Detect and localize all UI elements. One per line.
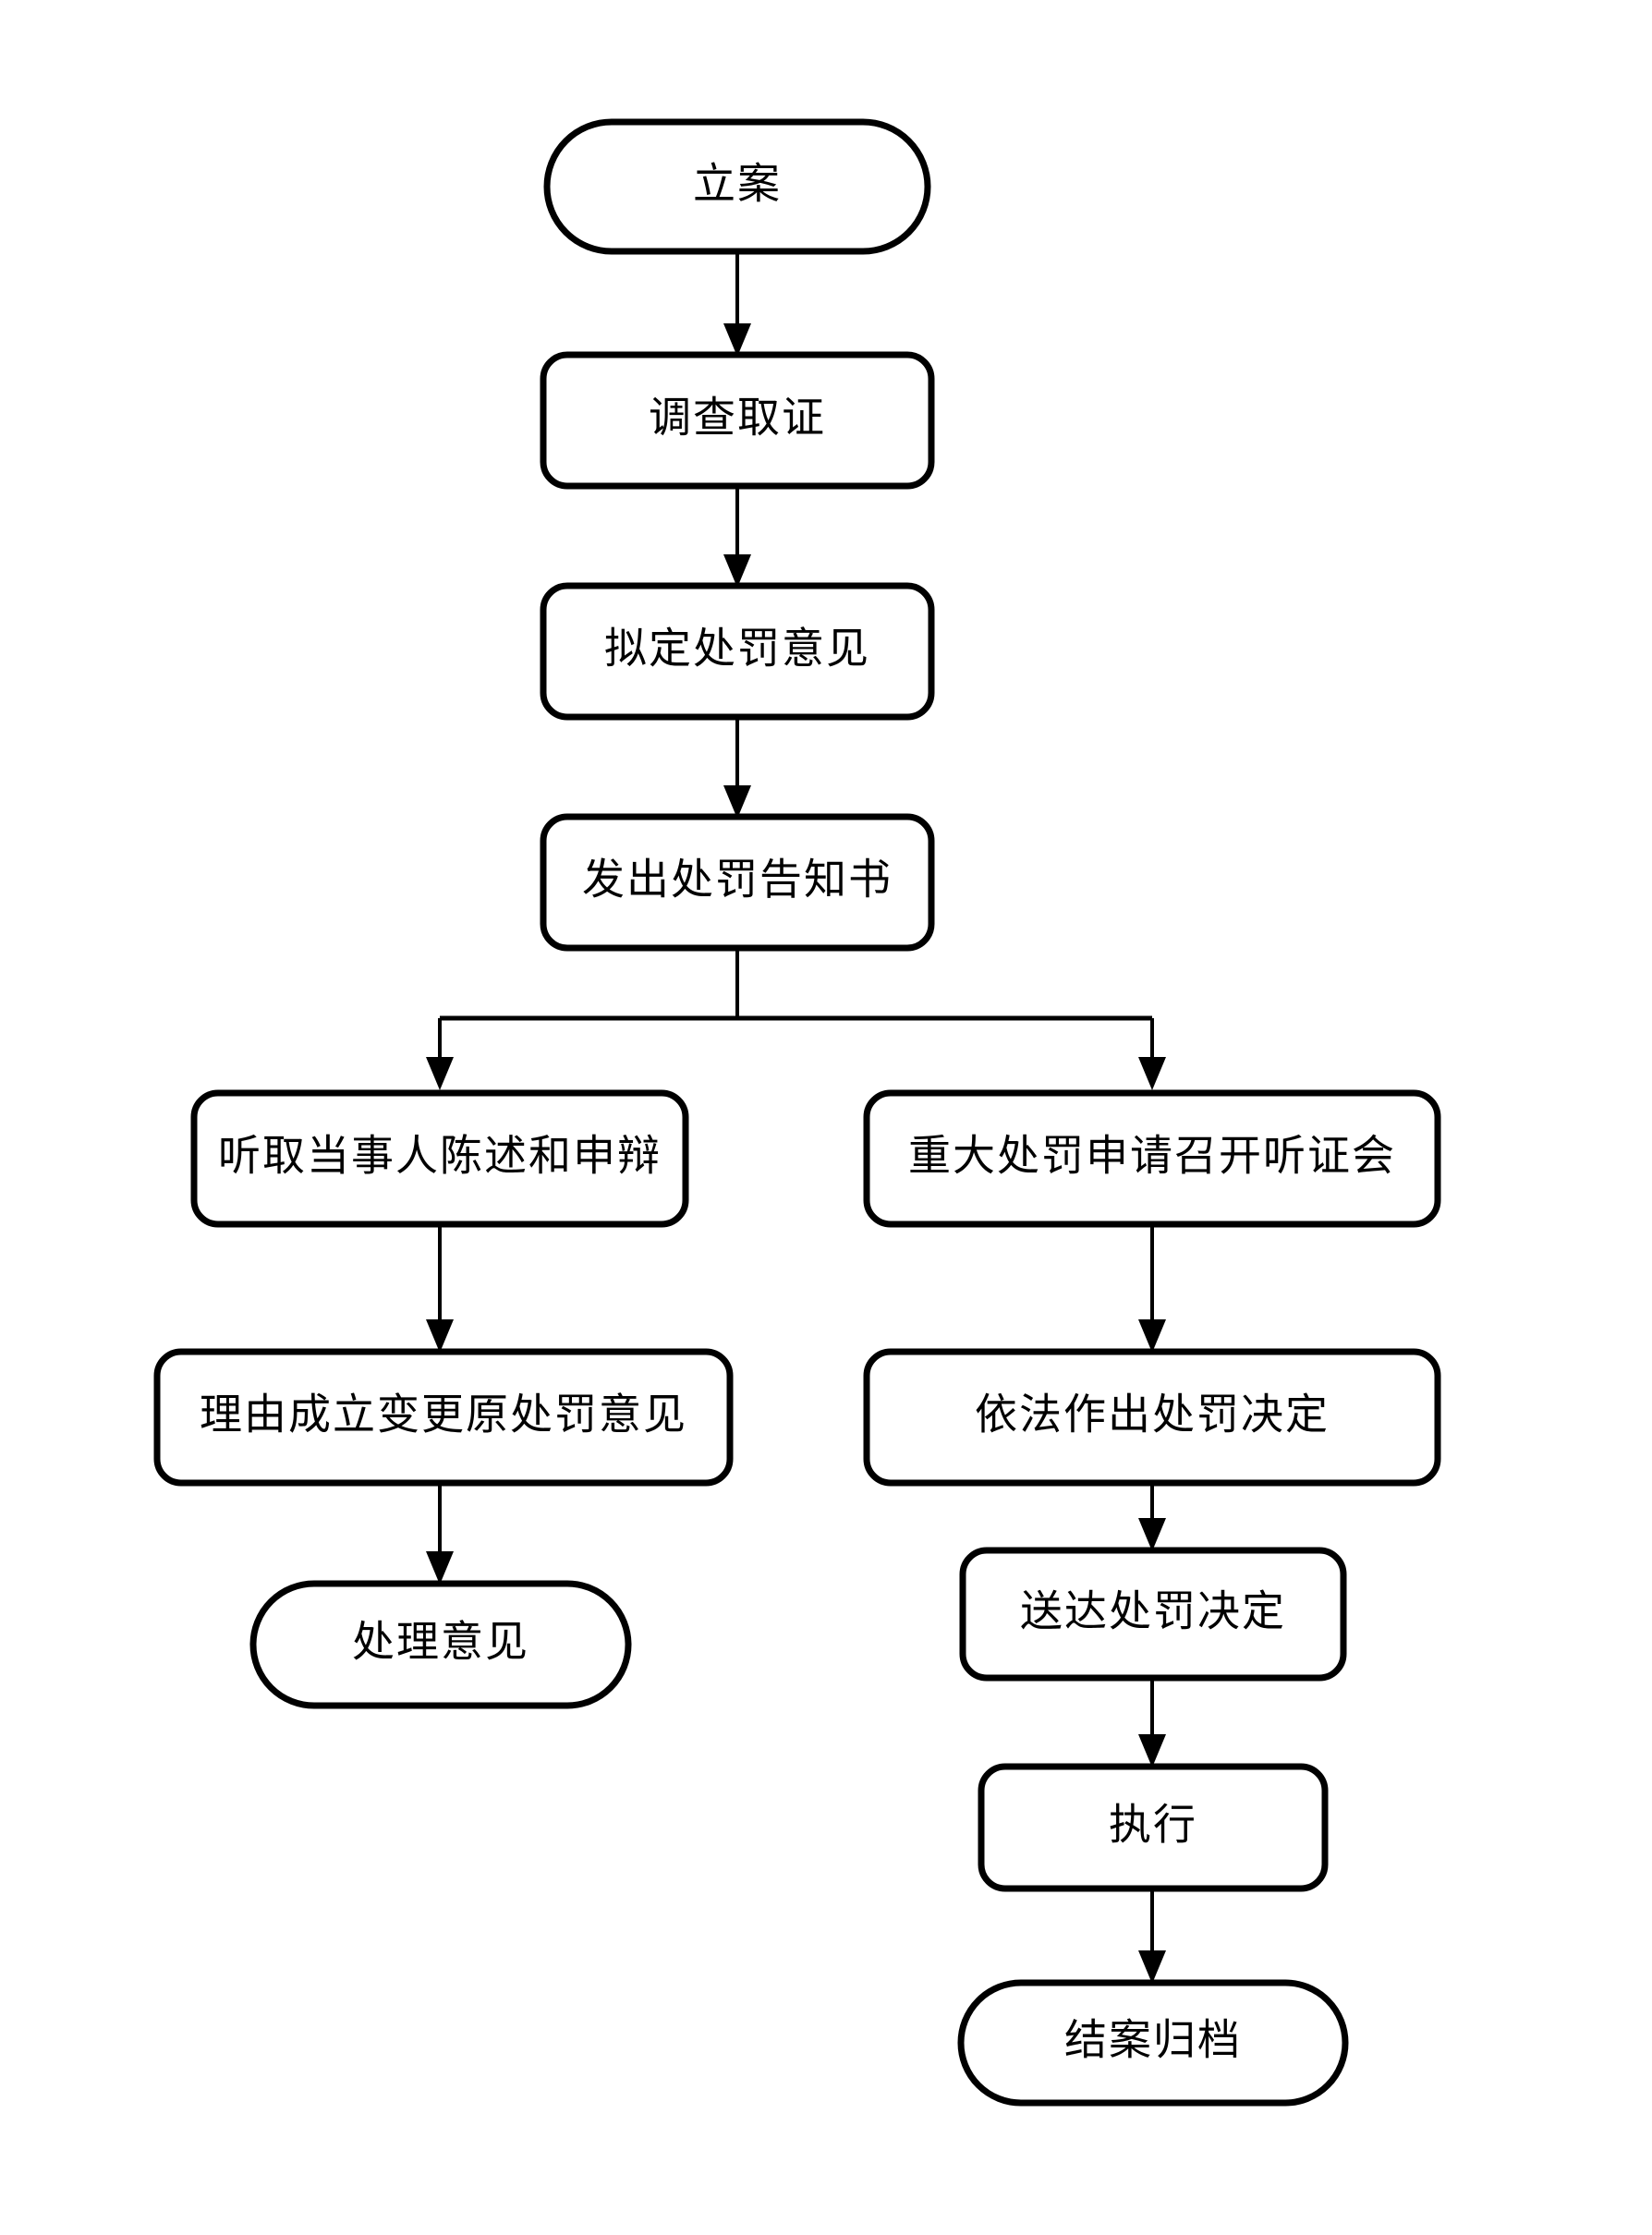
edge-group [426,251,1166,1984]
node-label: 理由成立变更原处罚意见 [200,1391,687,1439]
node-label: 送达处罚决定 [1020,1588,1286,1635]
edge-niDing-to-faChu [723,717,751,819]
arrowhead-icon [723,785,751,819]
arrowhead-icon [1138,1734,1166,1767]
edge-tingQu-to-liYou [426,1224,454,1353]
edge-liAn-to-diaoCha [723,251,751,357]
arrowhead-icon [1138,1518,1166,1551]
node-label: 重大处罚申请召开听证会 [908,1133,1396,1180]
edge-liYou-to-chuLi [426,1483,454,1585]
arrowhead-icon [426,1057,454,1090]
node-yi-fa-zuo-chu-chu-fa-jue-ding[interactable]: 依法作出处罚决定 [863,1348,1441,1487]
edge-zhiXing-to-jieAn [1138,1889,1166,1984]
edge-split-from-faChu [426,948,1166,1090]
edge-zhongDa-to-yiFa [1138,1224,1166,1353]
node-zhong-da-chu-fa-shen-qing-zhao-kai-ting-zheng-hui[interactable]: 重大处罚申请召开听证会 [863,1089,1441,1228]
node-label: 依法作出处罚决定 [975,1391,1330,1439]
arrowhead-icon [426,1551,454,1585]
node-label: 处理意见 [352,1619,529,1666]
node-shape-stadium [249,1580,632,1709]
node-label: 发出处罚告知书 [582,856,893,904]
node-label: 立案 [693,161,782,208]
node-jie-an-gui-dang[interactable]: 结案归档 [957,1979,1349,2107]
arrowhead-icon [426,1319,454,1353]
node-ni-ding-chu-fa-yi-jian[interactable]: 拟定处罚意见 [540,582,935,721]
arrowhead-icon [723,554,751,588]
edge-songDa-to-zhiXing [1138,1678,1166,1767]
node-shape-rounded-rect [959,1547,1347,1682]
node-shape-rounded-rect [153,1348,734,1487]
node-ting-qu-dang-shi-ren-chen-shu-he-shen-bian[interactable]: 听取当事人陈述和申辩 [190,1089,689,1228]
node-label: 拟定处罚意见 [604,626,870,673]
node-label: 结案归档 [1064,2017,1242,2064]
node-shape-rounded-rect [190,1089,689,1228]
arrowhead-icon [1138,1057,1166,1090]
node-shape-rounded-rect [863,1089,1441,1228]
node-label: 调查取证 [649,395,826,442]
node-shape-stadium [957,1979,1349,2107]
arrowhead-icon [723,323,751,357]
node-li-you-cheng-li-bian-geng-yuan-chu-fa-yi-jian[interactable]: 理由成立变更原处罚意见 [153,1348,734,1487]
node-shape-rounded-rect [978,1763,1329,1892]
node-song-da-chu-fa-jue-ding[interactable]: 送达处罚决定 [959,1547,1347,1682]
node-shape-rounded-rect [540,813,935,952]
edge-yiFa-to-songDa [1138,1483,1166,1551]
node-diao-cha-qu-zheng[interactable]: 调查取证 [540,351,935,490]
node-fa-chu-chu-fa-gao-zhi-shu[interactable]: 发出处罚告知书 [540,813,935,952]
node-zhi-xing[interactable]: 执行 [978,1763,1329,1892]
arrowhead-icon [1138,1319,1166,1353]
node-chu-li-yi-jian[interactable]: 处理意见 [249,1580,632,1709]
node-label: 执行 [1109,1802,1197,1849]
node-shape-rounded-rect [540,351,935,490]
node-shape-stadium [543,118,931,255]
arrowhead-icon [1138,1950,1166,1984]
node-label: 听取当事人陈述和申辩 [218,1133,662,1180]
node-li-an[interactable]: 立案 [543,118,931,255]
node-shape-rounded-rect [540,582,935,721]
node-shape-rounded-rect [863,1348,1441,1487]
edge-diaoCha-to-niDing [723,486,751,588]
